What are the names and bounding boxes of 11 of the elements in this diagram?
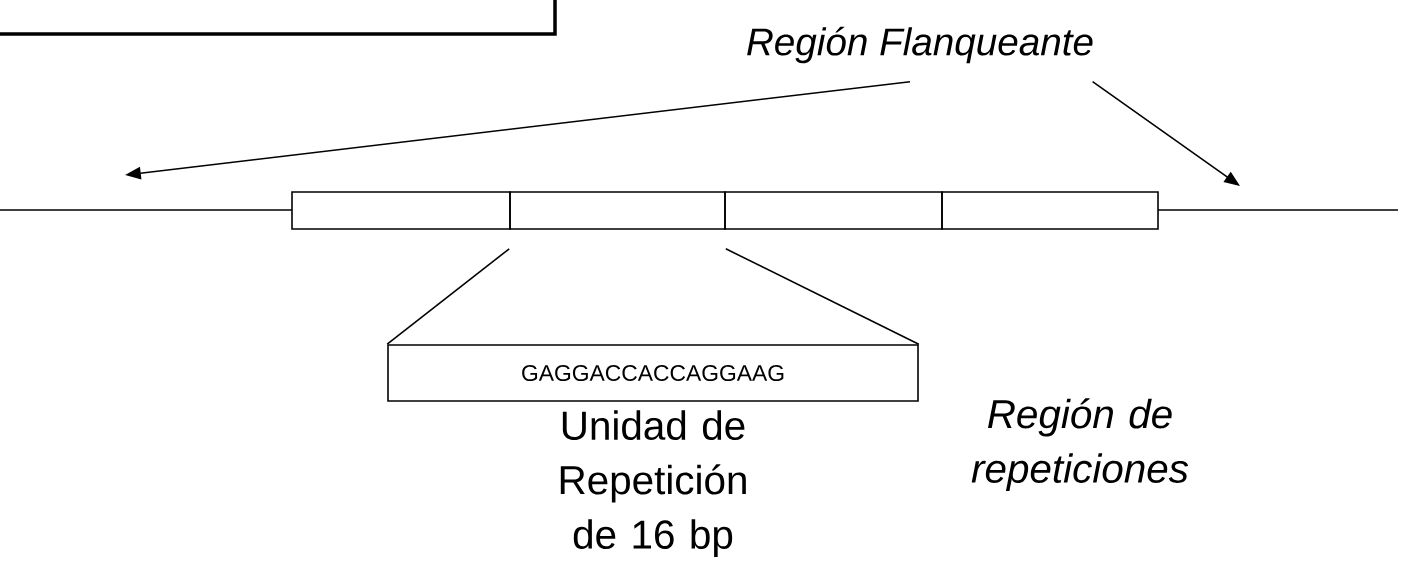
- frame-box: [0, 0, 557, 36]
- repeat-box: [724, 191, 943, 230]
- repeat-box: [941, 191, 1159, 230]
- connector-line: [725, 248, 920, 345]
- region-label: Región Flanqueante: [747, 26, 1093, 64]
- repeat-box: [291, 191, 511, 230]
- caption-text: Unidad de Repetición de 16 bp: [560, 410, 746, 557]
- region-label: Región de repeticiones: [971, 398, 1189, 491]
- connector-line: [386, 248, 510, 345]
- sequence-box: GAGGACCACCAGGAAG: [387, 344, 919, 402]
- repeat-box: [509, 191, 726, 230]
